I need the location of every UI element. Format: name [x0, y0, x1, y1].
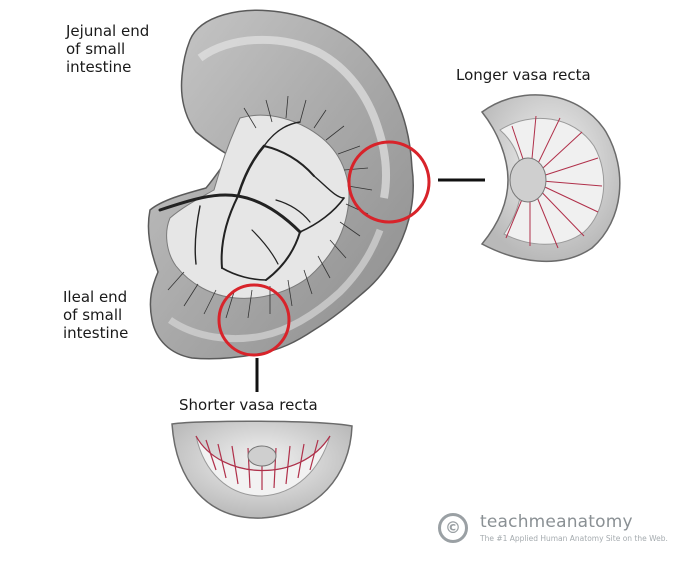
teachmeanatomy-logo: © teachmeanatomy The #1 Applied Human An… — [438, 512, 668, 552]
label-jejunal-line-1: Jejunal end — [66, 22, 150, 40]
jejunum-cross-section — [480, 94, 621, 263]
label-jejunal-line-3: intestine — [66, 58, 132, 76]
intestine-fold-upper — [197, 35, 390, 199]
label-jejunal-end: Jejunal end of small intestine — [66, 22, 149, 76]
copyright-icon: © — [438, 513, 468, 543]
mesenteric-vessels — [158, 121, 345, 281]
logo-name: teachmeanatomy — [480, 512, 633, 532]
label-shorter-vasa-recta: Shorter vasa recta — [179, 396, 318, 414]
highlight-circle-ileal — [217, 283, 291, 357]
label-jejunal-line-2: of small — [66, 40, 126, 58]
label-ileal-line-1: Ileal end — [63, 288, 128, 306]
logo-tagline: The #1 Applied Human Anatomy Site on the… — [480, 534, 668, 543]
vasa-recta-lines — [167, 95, 373, 319]
ileum-cross-section — [171, 420, 353, 519]
label-longer-vasa-recta: Longer vasa recta — [456, 66, 591, 84]
label-ileal-end: Ileal end of small intestine — [63, 288, 128, 342]
intestine-fold-lower — [168, 228, 384, 343]
label-ileal-line-3: intestine — [63, 324, 129, 342]
highlight-circle-jejunal — [347, 140, 431, 224]
small-intestine-illustration — [147, 9, 414, 360]
label-ileal-line-2: of small — [63, 306, 123, 324]
